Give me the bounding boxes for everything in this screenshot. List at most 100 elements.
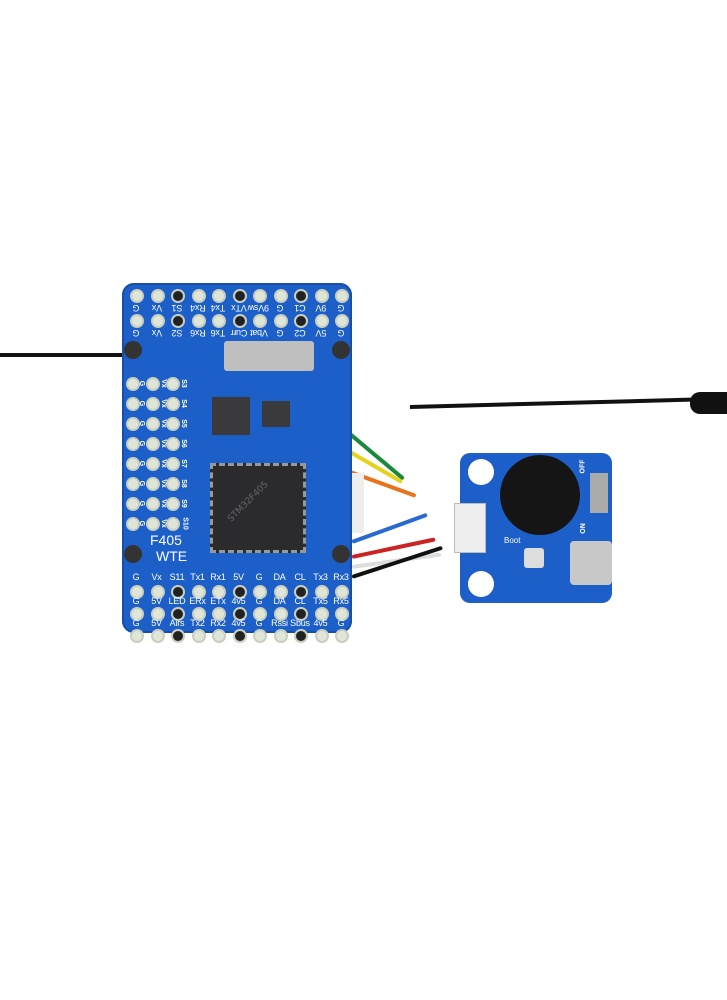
solder-pad — [126, 517, 140, 531]
pin-label: ERx — [189, 596, 206, 606]
solder-pad — [314, 289, 329, 303]
pin-label: C2 — [294, 328, 306, 338]
solder-pad — [191, 314, 206, 328]
power-switch[interactable] — [590, 473, 608, 513]
pin-label: 4v5 — [313, 618, 328, 628]
solder-pad — [150, 629, 165, 643]
pin-label: Sbus — [290, 618, 310, 628]
pin-label: S1 — [171, 303, 183, 313]
pin-label: 9Vsw — [247, 303, 269, 313]
pin-label: 4v5 — [231, 596, 246, 606]
solder-pad — [232, 629, 247, 643]
pin-label: 5V — [151, 596, 162, 606]
wifi-module-shield — [224, 341, 314, 371]
pin-label: LED — [168, 596, 186, 606]
pin-label: G — [337, 618, 345, 628]
solder-pad — [191, 289, 206, 303]
pin-label: Rx1 — [210, 572, 226, 582]
right-antenna-tip — [690, 392, 727, 414]
solder-pad — [314, 629, 329, 643]
solder-pad — [171, 289, 185, 303]
solder-pad — [146, 377, 160, 391]
bluetooth-chip — [212, 397, 250, 435]
solder-pad — [273, 289, 288, 303]
pin-label: G — [132, 572, 140, 582]
pin-label: S11 — [169, 572, 185, 582]
solder-pad — [232, 607, 247, 621]
solder-pad — [130, 289, 144, 303]
solder-pad — [253, 585, 267, 599]
solder-pad — [294, 607, 308, 621]
solder-pad — [314, 607, 329, 621]
solder-pad — [130, 607, 144, 621]
pin-label: 5V — [151, 618, 162, 628]
solder-pad — [130, 629, 144, 643]
solder-pad — [130, 585, 144, 599]
solder-pad — [273, 314, 288, 328]
boot-button[interactable] — [524, 548, 544, 568]
solder-pad — [171, 607, 185, 621]
pin-label: S2 — [171, 328, 183, 338]
solder-pad — [171, 314, 185, 328]
pin-label: Vx — [151, 572, 162, 582]
solder-pad — [126, 437, 140, 451]
solder-pad — [335, 585, 349, 599]
solder-pad — [212, 607, 226, 621]
solder-pad — [146, 497, 160, 511]
solder-pad — [253, 314, 267, 328]
solder-pad — [191, 629, 206, 643]
switch-on-label: ON — [579, 523, 587, 534]
solder-pad — [212, 585, 226, 599]
solder-pad — [166, 517, 180, 531]
pin-label: Vx — [151, 303, 162, 313]
solder-pad — [253, 289, 267, 303]
pin-label: CL — [294, 596, 306, 606]
pin-label: Rx3 — [333, 572, 349, 582]
solder-pad — [253, 629, 267, 643]
solder-pad — [212, 629, 226, 643]
solder-pad — [294, 629, 308, 643]
solder-pad — [146, 437, 160, 451]
pin-label: S4 — [179, 399, 187, 408]
solder-pad — [150, 289, 165, 303]
solder-pad — [314, 314, 329, 328]
solder-pad — [335, 629, 349, 643]
pin-label: Rx2 — [210, 618, 226, 628]
usb-buzzer-board: OFF ON Boot — [454, 453, 612, 603]
pin-label: G — [276, 303, 283, 313]
mount-hole — [468, 459, 494, 485]
solder-pad — [146, 457, 160, 471]
buzzer — [500, 455, 580, 535]
switch-off-label: OFF — [579, 459, 587, 474]
pin-label: C1 — [294, 303, 306, 313]
pin-label: Tx3 — [313, 572, 328, 582]
solder-pad — [166, 377, 180, 391]
solder-pad — [146, 417, 160, 431]
solder-pad — [273, 629, 288, 643]
pin-label: Tx4 — [210, 303, 226, 313]
solder-pad — [171, 585, 185, 599]
pin-label: ETx — [210, 596, 226, 606]
pin-label: 5V — [233, 572, 244, 582]
wire-connector — [352, 473, 364, 533]
solder-pad — [335, 314, 349, 328]
pin-label: DA — [273, 572, 286, 582]
pin-label: Tx6 — [210, 328, 226, 338]
pin-label: S6 — [179, 439, 187, 448]
solder-pad — [294, 289, 308, 303]
solder-pad — [273, 585, 288, 599]
right-antenna-cable — [409, 397, 700, 409]
pin-label: Tx1 — [190, 572, 205, 582]
pin-label: S5 — [179, 419, 187, 428]
pin-label: G — [337, 303, 345, 313]
solder-pad — [335, 607, 349, 621]
solder-pad — [126, 477, 140, 491]
pin-label: S9 — [179, 499, 187, 508]
solder-pad — [130, 314, 144, 328]
solder-pad — [253, 607, 267, 621]
pin-label: CL — [294, 572, 306, 582]
usb-c-port[interactable] — [570, 541, 612, 585]
solder-pad — [294, 585, 308, 599]
solder-pad — [166, 437, 180, 451]
pin-label: Rx4 — [189, 303, 206, 313]
